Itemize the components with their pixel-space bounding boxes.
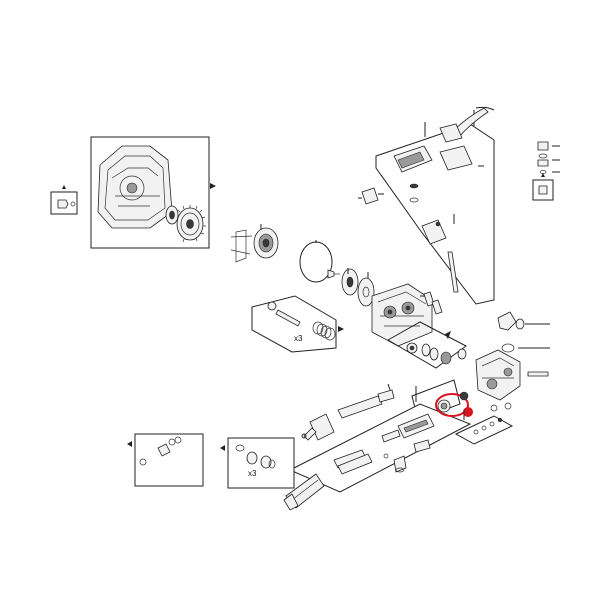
triangle-pointer-icon (220, 445, 225, 451)
bolt-inset[interactable] (50, 185, 78, 215)
seal-qty-label: x3 (248, 469, 257, 478)
gear (176, 205, 206, 243)
manifold[interactable] (475, 311, 550, 412)
o-ring-large (299, 241, 333, 283)
thrust-bearing[interactable] (341, 268, 359, 296)
pump-block[interactable] (371, 283, 433, 347)
inlet-hose (439, 106, 495, 143)
triangle-pointer-icon (210, 183, 216, 189)
lance-shaft-lower[interactable] (337, 453, 407, 475)
screw-small (327, 269, 340, 279)
triangle-pointer-icon (541, 173, 545, 177)
valve-seals-row[interactable] (386, 321, 467, 369)
lance-assembly-box[interactable] (288, 386, 478, 493)
turbo-nozzle[interactable] (283, 473, 325, 511)
outlet-fitting (497, 311, 517, 331)
triangle-pointer-icon (127, 441, 132, 447)
unloader-valve-group[interactable] (375, 106, 495, 305)
side-bolt (527, 371, 549, 377)
seal-kit-inset[interactable]: x3 (220, 437, 295, 489)
pressure-switch[interactable] (358, 187, 384, 205)
top-right-fittings[interactable] (532, 141, 560, 201)
unloader-frame (375, 123, 495, 305)
triangle-pointer-icon (62, 185, 66, 189)
piston-spring (312, 321, 336, 341)
piston-kit-group[interactable]: x3 (251, 295, 344, 353)
piston-rod (275, 309, 301, 327)
valve-seals-frame (386, 321, 467, 369)
small-parts-box[interactable] (454, 410, 514, 445)
washer[interactable] (357, 272, 375, 307)
bolt-pair (423, 291, 443, 315)
unloader-piston (421, 219, 447, 245)
spray-nozzle-top[interactable] (301, 413, 335, 441)
highlight-ring-icon (435, 393, 469, 417)
red-dot-marker-icon (463, 407, 473, 417)
lance-shaft-top[interactable] (337, 383, 395, 419)
highlighted-part[interactable] (435, 391, 473, 417)
wobble-plate[interactable] (230, 224, 279, 263)
motor-housing-group[interactable] (90, 136, 216, 249)
check-valve-inset[interactable] (127, 433, 204, 487)
triangle-pointer-icon (338, 326, 344, 332)
unloader-body (393, 145, 473, 173)
triangle-pointer-icon (445, 331, 451, 339)
piston-qty-label: x3 (294, 334, 303, 343)
